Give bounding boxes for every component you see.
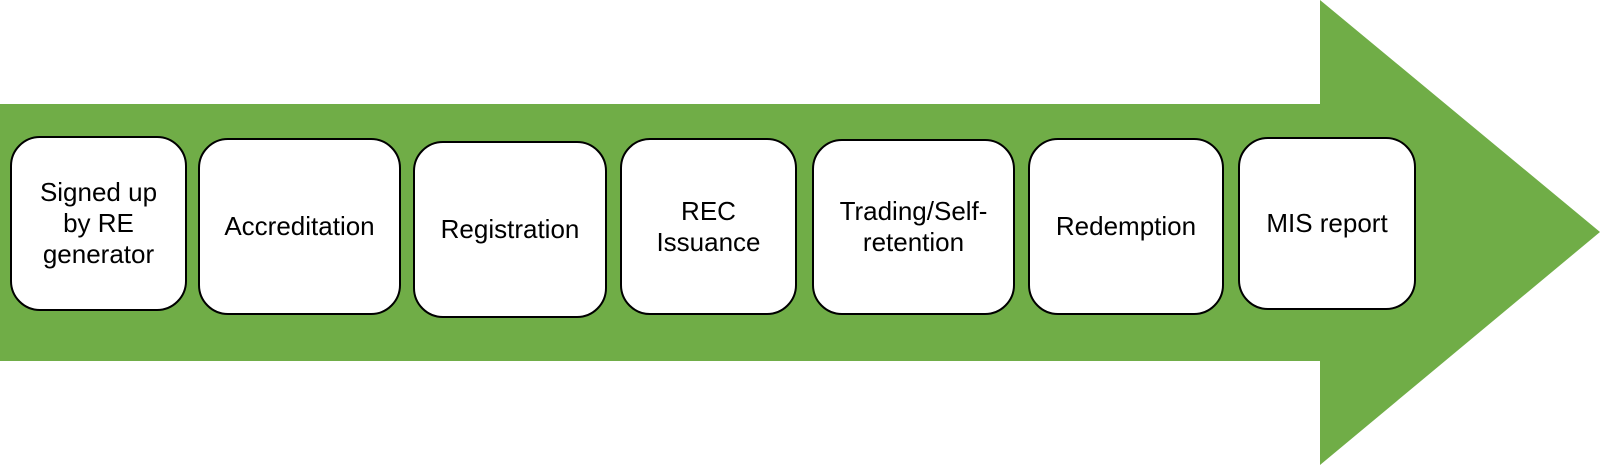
step-label: Signed up by RE generator <box>39 177 158 269</box>
step-label: MIS report <box>1266 208 1388 238</box>
step-label: REC Issuance <box>656 195 761 257</box>
step-label: Redemption <box>1055 211 1197 241</box>
step-mis-report: MIS report <box>1238 137 1416 310</box>
step-label: Registration <box>440 214 580 244</box>
step-rec-issuance: REC Issuance <box>620 138 797 315</box>
step-accreditation: Accreditation <box>198 138 401 315</box>
step-signed-up: Signed up by RE generator <box>10 136 187 311</box>
step-label: Accreditation <box>224 211 375 241</box>
step-registration: Registration <box>413 141 607 318</box>
step-label: Trading/Self-retention <box>839 196 988 257</box>
step-trading-self-retention: Trading/Self-retention <box>812 139 1015 315</box>
step-redemption: Redemption <box>1028 138 1224 315</box>
